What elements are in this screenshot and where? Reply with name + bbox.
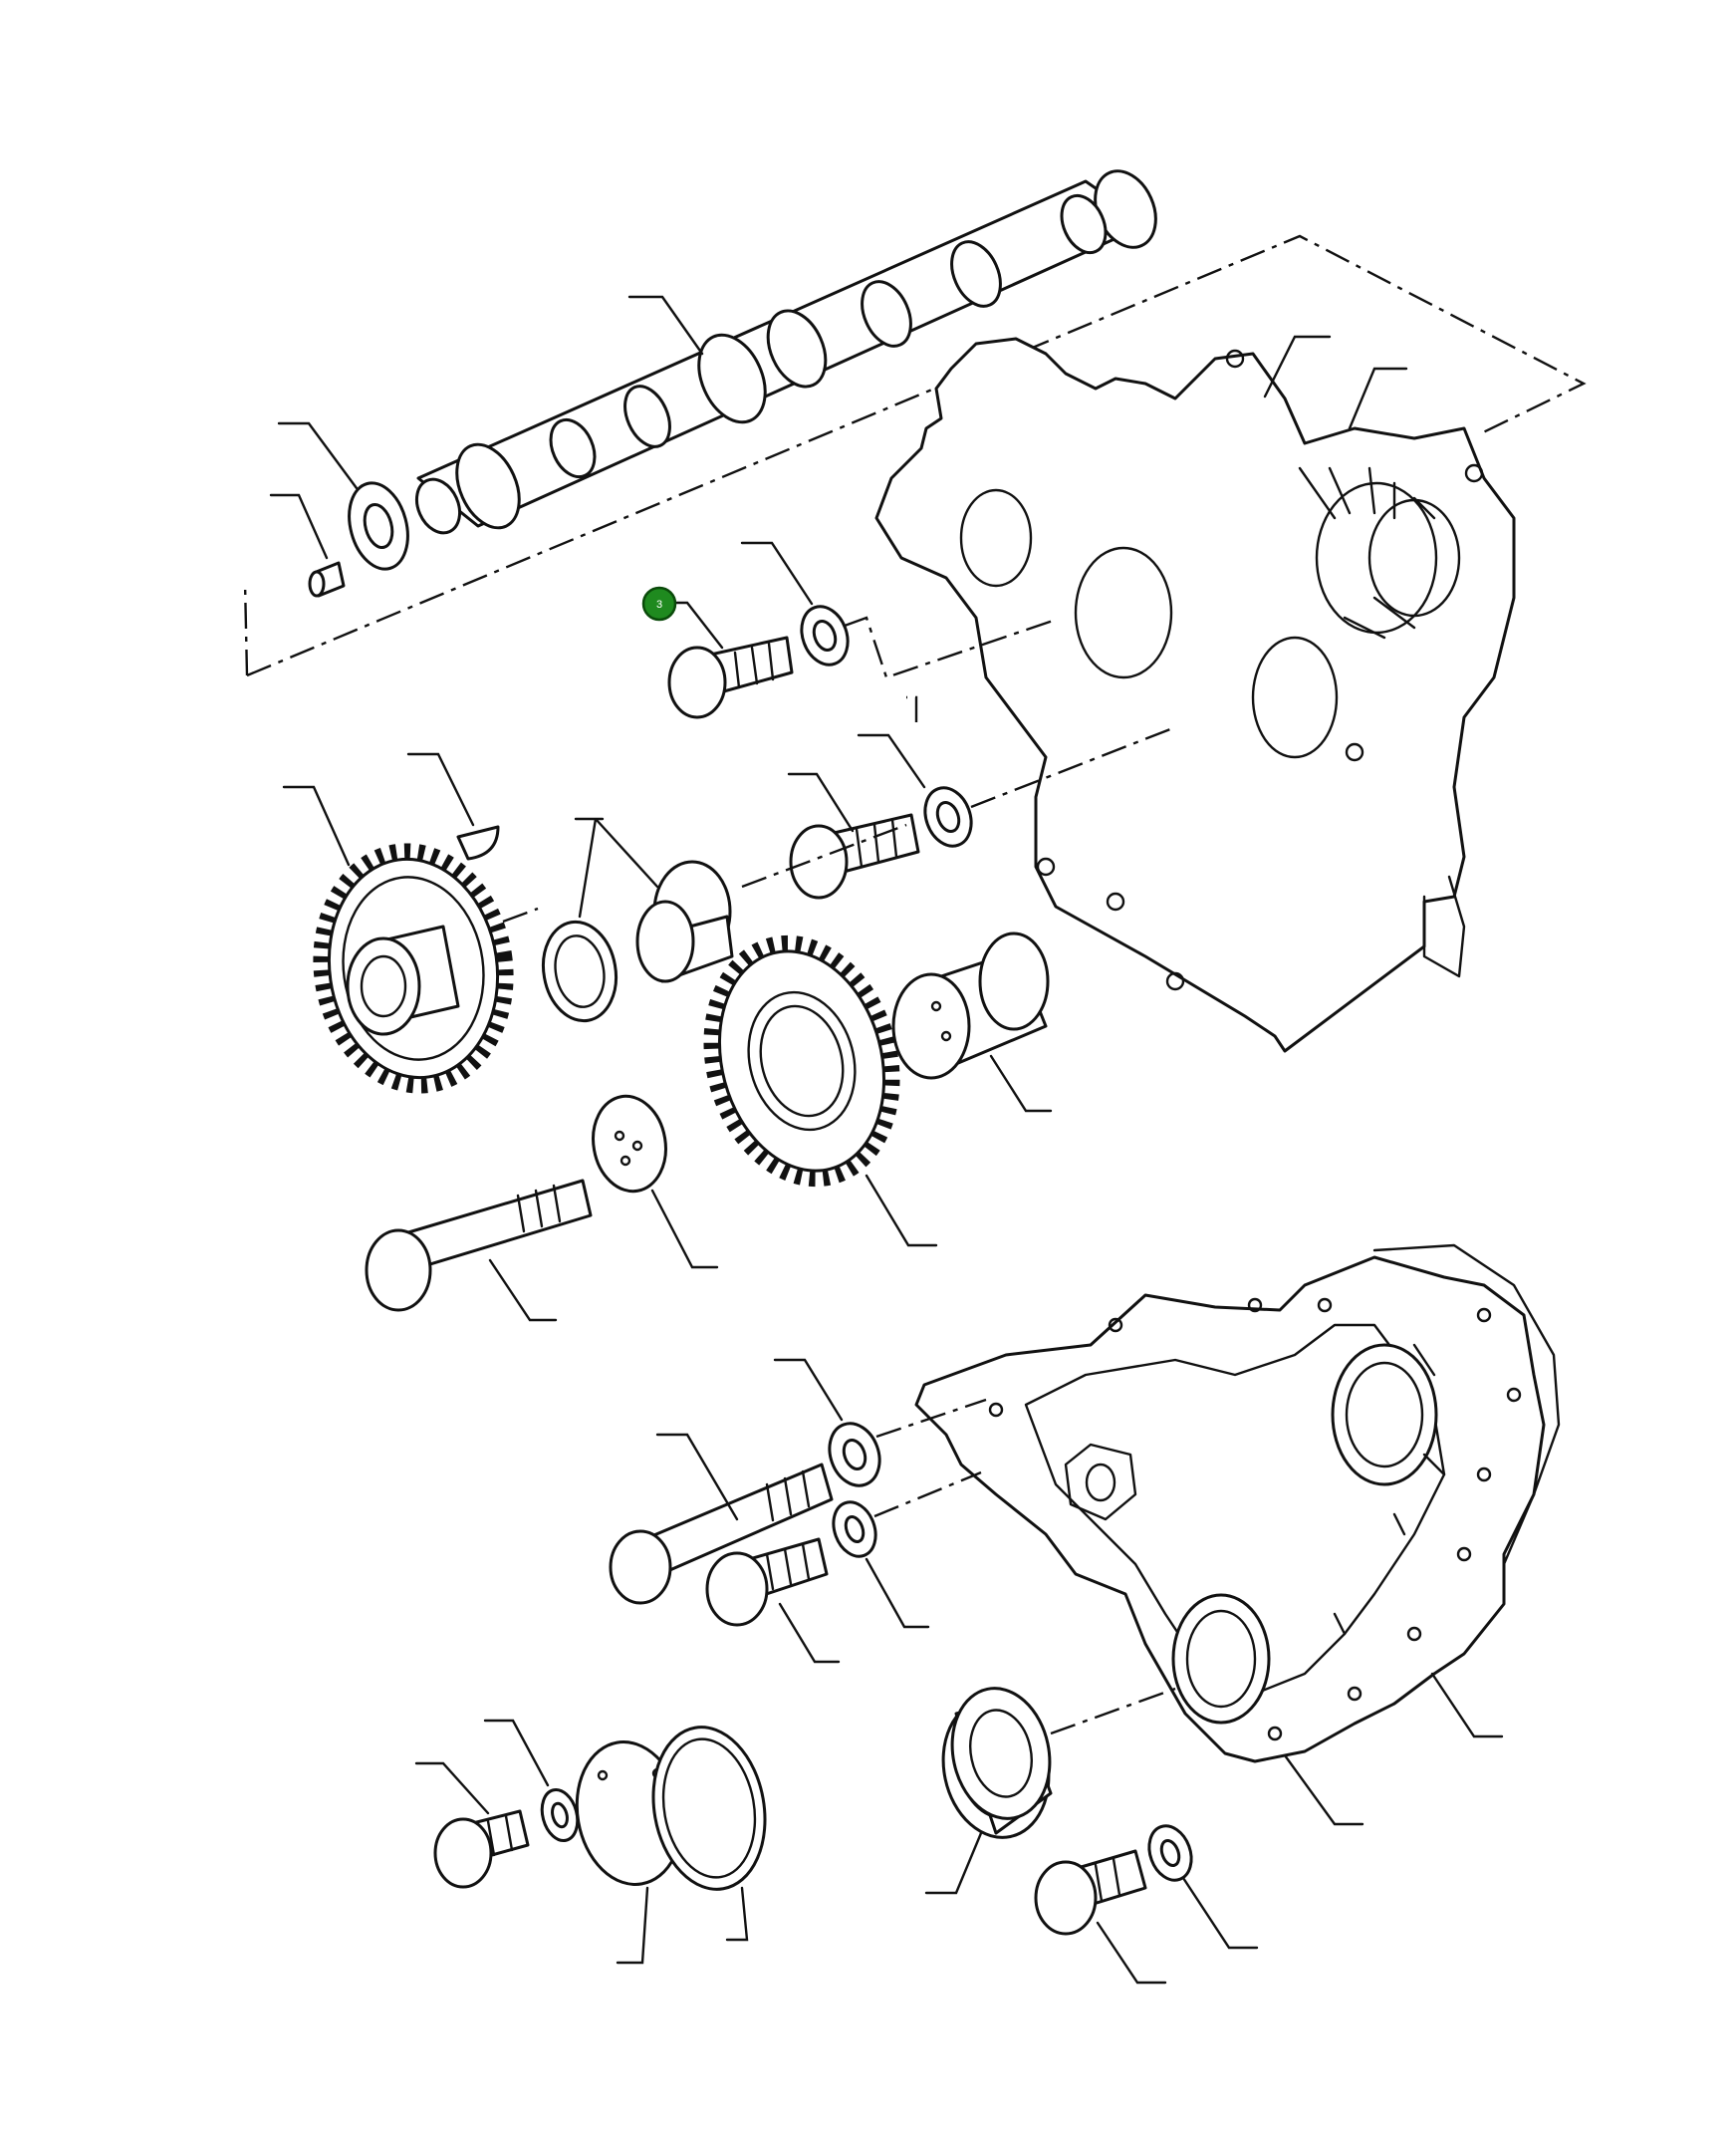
timing-cover (914, 1255, 1546, 1763)
timing-case-back-plate (874, 337, 1516, 1053)
back-plate-leader-2 (1348, 367, 1408, 430)
cover-bolt-short (705, 1537, 829, 1627)
axis-line-washer (844, 616, 1057, 679)
thrust-plate-leader (650, 1189, 719, 1269)
callout-label: 3 (656, 599, 662, 611)
camshaft-leader (627, 295, 704, 356)
cap-screw-middle-leader (787, 772, 855, 833)
idler-gear-leader (282, 785, 351, 867)
timing-cover-gasket-outline (1372, 1243, 1561, 1566)
half-moon-key-leader (406, 752, 475, 827)
idler-bush-flanged (635, 860, 734, 983)
cover-washer-upper-leader (773, 1358, 844, 1422)
cover-washer-lower-leader (865, 1557, 930, 1629)
cover-bolt-short-leader (778, 1602, 841, 1664)
timing-case-gasket (1422, 875, 1466, 978)
crankshaft-gear-leader (865, 1174, 938, 1247)
half-moon-key (456, 825, 500, 861)
cap-screw (667, 636, 794, 719)
woodruff-key (308, 561, 346, 598)
spring-washer-top-leader (740, 541, 814, 606)
cover-plate-bolt (433, 1809, 530, 1889)
callout-3[interactable]: 3 (641, 586, 677, 622)
cover-plate-washer (540, 1788, 580, 1842)
timing-cover-leader-1 (1430, 1672, 1504, 1738)
spring-washer-middle (923, 786, 973, 848)
cover-bolt-long (609, 1463, 834, 1605)
woodruff-key-leader (269, 493, 329, 560)
crankshaft-oil-seal (941, 1687, 1053, 1839)
back-plate-leader-1 (1263, 335, 1332, 399)
cover-washer-upper (828, 1422, 881, 1487)
thrust-washer-leader (277, 421, 359, 490)
crankshaft-gear (703, 934, 900, 1188)
bush-leader-fork (574, 817, 659, 919)
inspection-cover-leader (616, 1886, 649, 1965)
idler-gear (313, 843, 514, 1094)
cover-washer-lower (832, 1500, 877, 1558)
pulley-washer (1147, 1824, 1193, 1882)
pulley-bolt-leader (1096, 1921, 1167, 1985)
callout-dot[interactable] (641, 586, 677, 622)
camshaft-assembly-frame (243, 234, 1587, 677)
inspection-gasket-leader (725, 1886, 749, 1942)
idler-hub (891, 932, 1050, 1080)
axis-line-middle (906, 695, 1176, 809)
inspection-cover-gasket (651, 1726, 767, 1891)
idler-thrust-plate (592, 1094, 667, 1194)
axis-line-seal (1050, 1687, 1176, 1735)
cap-screw-middle (789, 813, 920, 900)
camshaft (414, 169, 1157, 535)
spring-washer-middle-leader (857, 733, 926, 789)
pulley-washer-leader (1181, 1876, 1259, 1950)
idler-bolt-leader (488, 1258, 558, 1322)
cover-bolt-long-leader (655, 1433, 739, 1521)
spring-washer-top (800, 605, 850, 666)
cover-plate-bolt-leader (414, 1761, 490, 1815)
pulley-bolt (1034, 1849, 1147, 1936)
thrust-washer (348, 481, 409, 571)
axis-line-bush (502, 823, 907, 924)
idler-bush-ring (541, 920, 619, 1023)
timing-cover-leader-2 (1283, 1753, 1364, 1826)
oil-seal-leader (924, 1831, 983, 1895)
idler-bolt (365, 1179, 593, 1312)
axis-line-cover (873, 1398, 987, 1518)
cover-plate-washer-leader (483, 1719, 550, 1787)
idler-hub-leader (989, 1054, 1053, 1113)
